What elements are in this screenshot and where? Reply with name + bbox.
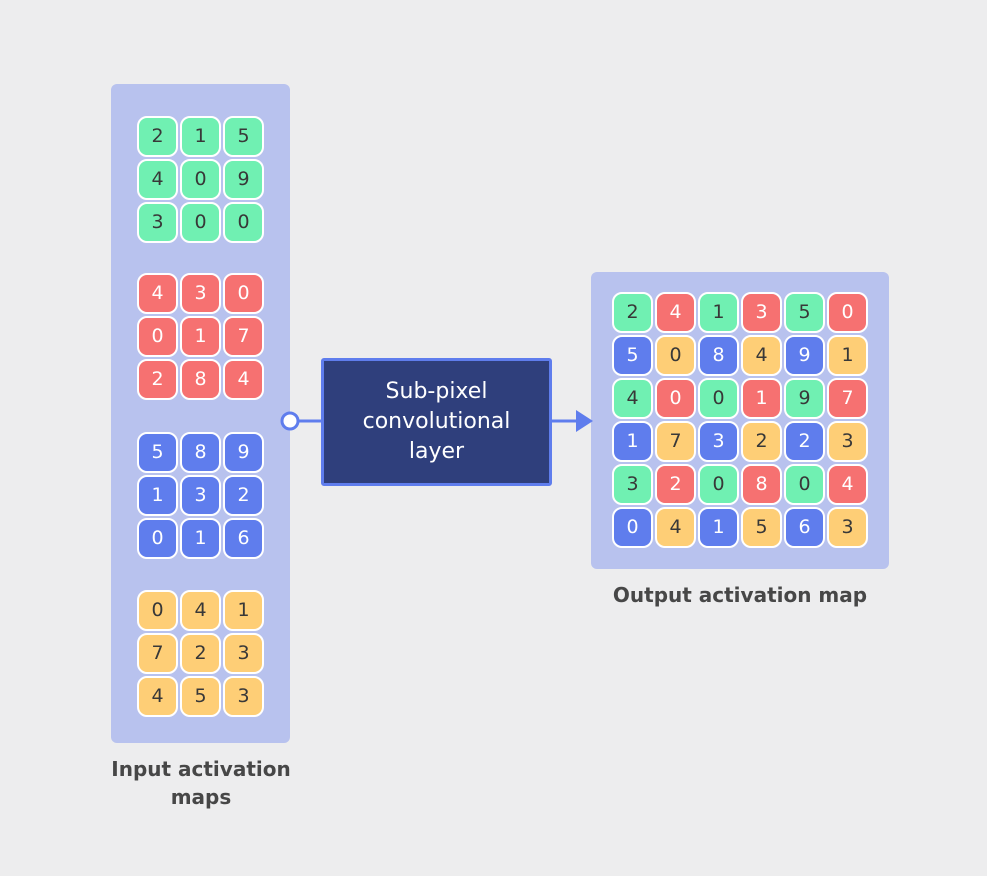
input-map-green-cell: 1 [180, 116, 221, 157]
input-map-blue-cell: 0 [137, 518, 178, 559]
input-map-blue-cell: 6 [223, 518, 264, 559]
connector-port-circle [280, 411, 300, 431]
output-map-cell: 1 [827, 335, 868, 376]
input-map-red-cell: 4 [223, 359, 264, 400]
input-map-red-cell: 7 [223, 316, 264, 357]
input-map-yellow-cell: 1 [223, 590, 264, 631]
output-map-cell: 3 [612, 464, 653, 505]
output-map-cell: 0 [827, 292, 868, 333]
output-map-cell: 6 [784, 507, 825, 548]
output-map-cell: 1 [698, 507, 739, 548]
input-map-blue-cell: 2 [223, 475, 264, 516]
output-map-cell: 3 [827, 507, 868, 548]
output-map-cell: 3 [741, 292, 782, 333]
input-map-yellow-cell: 4 [137, 676, 178, 717]
output-map-cell: 1 [698, 292, 739, 333]
output-map-cell: 9 [784, 335, 825, 376]
output-map-cell: 0 [784, 464, 825, 505]
output-caption: Output activation map [612, 583, 868, 607]
output-map-cell: 2 [612, 292, 653, 333]
input-map-blue-cell: 1 [180, 518, 221, 559]
output-map-cell: 1 [741, 378, 782, 419]
input-map-red-cell: 0 [223, 273, 264, 314]
output-map-cell: 2 [784, 421, 825, 462]
input-map-yellow-cell: 5 [180, 676, 221, 717]
layer-label: Sub-pixel convolutional layer [363, 377, 511, 467]
output-map-cell: 4 [612, 378, 653, 419]
input-map-green-cell: 3 [137, 202, 178, 243]
input-map-green-cell: 2 [137, 116, 178, 157]
output-map-cell: 3 [827, 421, 868, 462]
output-map-cell: 3 [698, 421, 739, 462]
output-map-cell: 8 [698, 335, 739, 376]
output-map-cell: 0 [612, 507, 653, 548]
output-map-cell: 5 [612, 335, 653, 376]
input-map-yellow-cell: 2 [180, 633, 221, 674]
input-map-green-cell: 5 [223, 116, 264, 157]
input-map-blue-cell: 1 [137, 475, 178, 516]
input-map-red-cell: 3 [180, 273, 221, 314]
input-map-red-cell: 0 [137, 316, 178, 357]
input-map-blue-cell: 8 [180, 432, 221, 473]
arrowhead-icon [576, 410, 593, 432]
output-map-cell: 5 [741, 507, 782, 548]
sub-pixel-conv-layer-box: Sub-pixel convolutional layer [321, 358, 552, 486]
input-map-green-cell: 4 [137, 159, 178, 200]
output-map-cell: 0 [698, 464, 739, 505]
input-map-green-cell: 0 [223, 202, 264, 243]
output-map-cell: 7 [827, 378, 868, 419]
input-map-yellow-cell: 3 [223, 676, 264, 717]
output-map-cell: 1 [612, 421, 653, 462]
output-map-cell: 4 [655, 292, 696, 333]
output-map-cell: 4 [741, 335, 782, 376]
input-map-blue-cell: 3 [180, 475, 221, 516]
input-map-red-cell: 8 [180, 359, 221, 400]
input-map-green-cell: 0 [180, 202, 221, 243]
layer-label-line: Sub-pixel [385, 379, 488, 404]
input-map-yellow-cell: 3 [223, 633, 264, 674]
input-map-red-cell: 2 [137, 359, 178, 400]
output-map-cell: 8 [741, 464, 782, 505]
input-map-blue-cell: 9 [223, 432, 264, 473]
output-map-cell: 2 [741, 421, 782, 462]
input-map-green-cell: 0 [180, 159, 221, 200]
output-map-cell: 0 [655, 335, 696, 376]
input-map-blue-cell: 5 [137, 432, 178, 473]
input-map-green-cell: 9 [223, 159, 264, 200]
output-map-cell: 7 [655, 421, 696, 462]
output-map-cell: 0 [655, 378, 696, 419]
output-map-cell: 0 [698, 378, 739, 419]
output-map-cell: 2 [655, 464, 696, 505]
input-map-red-cell: 4 [137, 273, 178, 314]
layer-label-line: convolutional [362, 409, 511, 434]
output-map-cell: 9 [784, 378, 825, 419]
output-map-cell: 4 [827, 464, 868, 505]
input-caption: Input activation maps [111, 757, 291, 809]
input-map-yellow-cell: 4 [180, 590, 221, 631]
output-map-cell: 5 [784, 292, 825, 333]
layer-label-line: layer [408, 439, 465, 464]
output-map-cell: 4 [655, 507, 696, 548]
input-map-red-cell: 1 [180, 316, 221, 357]
input-map-yellow-cell: 7 [137, 633, 178, 674]
input-map-yellow-cell: 0 [137, 590, 178, 631]
